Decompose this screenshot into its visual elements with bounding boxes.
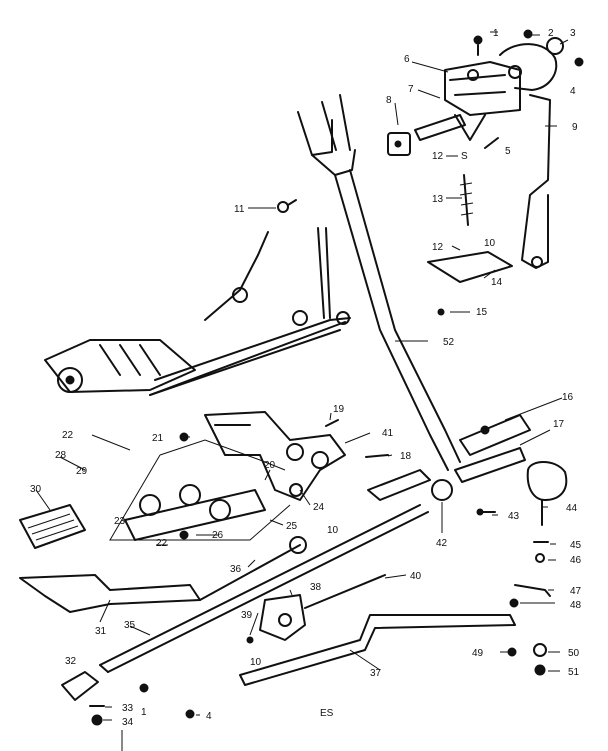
callout-28: 28 bbox=[55, 450, 67, 461]
spring-47 bbox=[514, 584, 551, 597]
callout-32: 32 bbox=[65, 656, 77, 667]
callout-9: 9 bbox=[572, 122, 578, 133]
callout-36: 36 bbox=[230, 564, 242, 575]
callout-42: 42 bbox=[436, 538, 448, 549]
washer-50 bbox=[533, 643, 547, 657]
washer-46 bbox=[535, 553, 545, 563]
top-bracket-assembly bbox=[387, 29, 584, 269]
callout-17: 17 bbox=[553, 419, 565, 430]
callout-23: 23 bbox=[114, 516, 126, 527]
eye-hook bbox=[277, 199, 297, 213]
bushing bbox=[289, 536, 307, 554]
callout-2: 2 bbox=[548, 28, 554, 39]
callout-30: 30 bbox=[30, 484, 42, 495]
callout-40: 40 bbox=[410, 571, 422, 582]
callout-1: 1 bbox=[493, 28, 499, 39]
callout-31: 31 bbox=[95, 626, 107, 637]
callout-7: 7 bbox=[408, 84, 414, 95]
callout-52: 52 bbox=[443, 337, 455, 348]
callout-14: 14 bbox=[491, 277, 503, 288]
callout-15: 15 bbox=[476, 307, 488, 318]
center-lever bbox=[204, 411, 346, 501]
callout-21: 21 bbox=[152, 433, 164, 444]
footer-code: ES bbox=[320, 708, 334, 719]
callout-12: 12 bbox=[432, 151, 444, 162]
screw-21 bbox=[179, 432, 189, 442]
callout-24: 24 bbox=[313, 502, 325, 513]
callout-37: 37 bbox=[370, 668, 382, 679]
callout-34: 34 bbox=[122, 717, 134, 728]
screw-39 bbox=[246, 636, 254, 644]
callout-50: 50 bbox=[568, 648, 580, 659]
callout-4: 4 bbox=[570, 86, 576, 97]
guide-plates bbox=[367, 414, 531, 516]
callout-45: 45 bbox=[570, 540, 582, 551]
cam-block bbox=[61, 671, 99, 701]
pin-19 bbox=[325, 419, 339, 427]
callout-6: 6 bbox=[404, 54, 410, 65]
spring-18 bbox=[365, 454, 389, 458]
callout-48: 48 bbox=[570, 600, 582, 611]
callout-s: S bbox=[461, 151, 468, 162]
nut-48 bbox=[509, 598, 519, 608]
feed-mechanism bbox=[44, 227, 351, 396]
callout-47: 47 bbox=[570, 586, 582, 597]
callout-46: 46 bbox=[570, 555, 582, 566]
callout-18: 18 bbox=[400, 451, 412, 462]
callout-labels: 1 2 3 4 5 6 7 8 9 10 11 12 S 13 12 14 15… bbox=[30, 28, 582, 728]
callout-1b: 1 bbox=[141, 707, 147, 718]
callout-33: 33 bbox=[122, 703, 134, 714]
callout-25: 25 bbox=[286, 521, 298, 532]
callout-49: 49 bbox=[472, 648, 484, 659]
callout-44: 44 bbox=[566, 503, 578, 514]
callout-10: 10 bbox=[484, 238, 496, 249]
screw-34 bbox=[91, 714, 103, 726]
callout-29: 29 bbox=[76, 466, 88, 477]
main-shaft bbox=[99, 504, 429, 673]
screw-bottom-4 bbox=[185, 709, 195, 719]
callout-12b: 12 bbox=[432, 242, 444, 253]
callout-41: 41 bbox=[382, 428, 394, 439]
screw-bottom-1 bbox=[139, 683, 149, 693]
rod-40 bbox=[304, 574, 386, 609]
callout-8: 8 bbox=[386, 95, 392, 106]
bracket-38 bbox=[259, 594, 306, 641]
feed-bar bbox=[19, 574, 201, 613]
callout-10c: 10 bbox=[250, 657, 262, 668]
callout-13: 13 bbox=[432, 194, 444, 205]
callout-11: 11 bbox=[234, 204, 245, 215]
callout-39: 39 bbox=[241, 610, 253, 621]
callout-5: 5 bbox=[505, 146, 511, 157]
rocker-shaft bbox=[124, 484, 266, 541]
feed-dog bbox=[19, 504, 86, 549]
callout-43: 43 bbox=[508, 511, 520, 522]
nut-51 bbox=[534, 664, 546, 676]
callout-22b: 22 bbox=[156, 538, 168, 549]
knob-44 bbox=[526, 461, 568, 526]
slide-plate bbox=[427, 251, 513, 283]
callout-35: 35 bbox=[124, 620, 136, 631]
callout-4b: 4 bbox=[206, 711, 212, 722]
callout-26: 26 bbox=[212, 530, 224, 541]
callout-3: 3 bbox=[570, 28, 576, 39]
inset-outline bbox=[109, 439, 291, 541]
short-shaft bbox=[199, 544, 301, 601]
callout-38: 38 bbox=[310, 582, 322, 593]
callout-51: 51 bbox=[568, 667, 580, 678]
screw-15 bbox=[437, 308, 445, 316]
callout-16: 16 bbox=[562, 392, 574, 403]
leader-lines bbox=[35, 31, 569, 751]
callout-20: 20 bbox=[264, 460, 276, 471]
threaded-rod bbox=[459, 174, 474, 226]
long-lever bbox=[297, 94, 461, 501]
callout-22: 22 bbox=[62, 430, 74, 441]
callout-19: 19 bbox=[333, 404, 345, 415]
bent-bar bbox=[239, 614, 516, 686]
callout-10b: 10 bbox=[327, 525, 339, 536]
